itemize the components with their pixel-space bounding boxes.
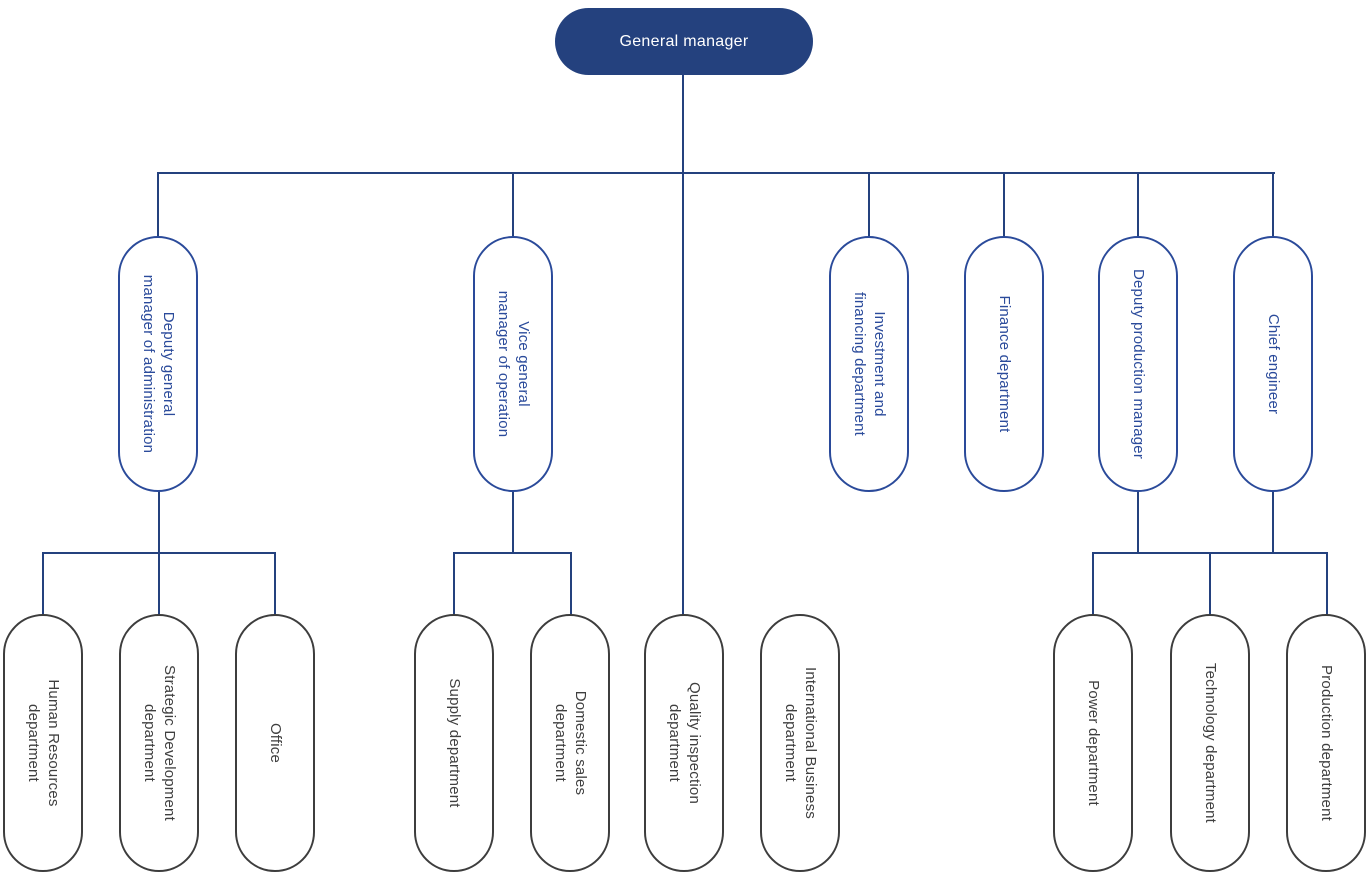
node-vice-gm-operation-label: Vice general manager of operation [495, 290, 532, 438]
node-finance-dept-label: Finance department [995, 295, 1013, 433]
connector-main-bus [157, 172, 1275, 174]
connector-root-to-quality-inspection [682, 75, 684, 615]
connector-riser-operation [512, 490, 514, 554]
connector-drop-investment-financing [868, 172, 870, 238]
node-domestic-sales-dept[interactable]: Domestic sales department [530, 614, 610, 872]
connector-drop-finance [1003, 172, 1005, 238]
node-deputy-production-manager[interactable]: Deputy production manager [1098, 236, 1178, 492]
node-office[interactable]: Office [235, 614, 315, 872]
connector-riser-chief-engineer [1272, 490, 1274, 554]
node-finance-dept[interactable]: Finance department [964, 236, 1044, 492]
connector-bus-operation [453, 552, 572, 554]
connector-drop-human-resources [42, 553, 44, 615]
connector-drop-domestic-sales [570, 553, 572, 615]
connector-bus-administration [42, 552, 276, 554]
node-office-label: Office [266, 722, 284, 764]
node-domestic-sales-dept-label: Domestic sales department [552, 690, 589, 796]
node-human-resources-dept[interactable]: Human Resources department [3, 614, 83, 872]
node-human-resources-dept-label: Human Resources department [25, 679, 62, 807]
connector-drop-deputy-gm-administration [157, 172, 159, 238]
node-deputy-gm-administration[interactable]: Deputy general manager of administration [118, 236, 198, 492]
node-investment-financing-dept-label: Investment and financing department [851, 291, 888, 437]
connector-drop-production [1326, 553, 1328, 615]
connector-drop-deputy-production [1137, 172, 1139, 238]
node-strategic-development-dept-label: Strategic Development department [141, 665, 178, 821]
node-vice-gm-operation[interactable]: Vice general manager of operation [473, 236, 553, 492]
node-strategic-development-dept[interactable]: Strategic Development department [119, 614, 199, 872]
node-general-manager[interactable]: General manager [555, 8, 813, 75]
node-supply-dept[interactable]: Supply department [414, 614, 494, 872]
node-technology-dept[interactable]: Technology department [1170, 614, 1250, 872]
node-investment-financing-dept[interactable]: Investment and financing department [829, 236, 909, 492]
node-power-dept[interactable]: Power department [1053, 614, 1133, 872]
node-production-dept[interactable]: Production department [1286, 614, 1366, 872]
node-technology-dept-label: Technology department [1201, 662, 1219, 824]
node-production-dept-label: Production department [1317, 665, 1335, 821]
connector-drop-technology [1209, 553, 1211, 615]
connector-drop-vice-gm-operation [512, 172, 514, 238]
connector-drop-chief-engineer [1272, 172, 1274, 238]
node-international-business-dept-label: International Business department [782, 667, 819, 819]
node-international-business-dept[interactable]: International Business department [760, 614, 840, 872]
node-deputy-gm-administration-label: Deputy general manager of administration [140, 274, 177, 454]
connector-drop-supply [453, 553, 455, 615]
node-quality-inspection-dept[interactable]: Quality inspection department [644, 614, 724, 872]
connector-drop-office [274, 553, 276, 615]
node-quality-inspection-dept-label: Quality inspection department [666, 682, 703, 804]
node-general-manager-label: General manager [619, 32, 749, 50]
connector-riser-deputy-production [1137, 490, 1139, 554]
node-chief-engineer-label: Chief engineer [1264, 313, 1282, 415]
node-deputy-production-manager-label: Deputy production manager [1129, 268, 1147, 460]
connector-drop-power [1092, 553, 1094, 615]
node-chief-engineer[interactable]: Chief engineer [1233, 236, 1313, 492]
node-supply-dept-label: Supply department [445, 678, 463, 808]
node-power-dept-label: Power department [1084, 680, 1102, 806]
